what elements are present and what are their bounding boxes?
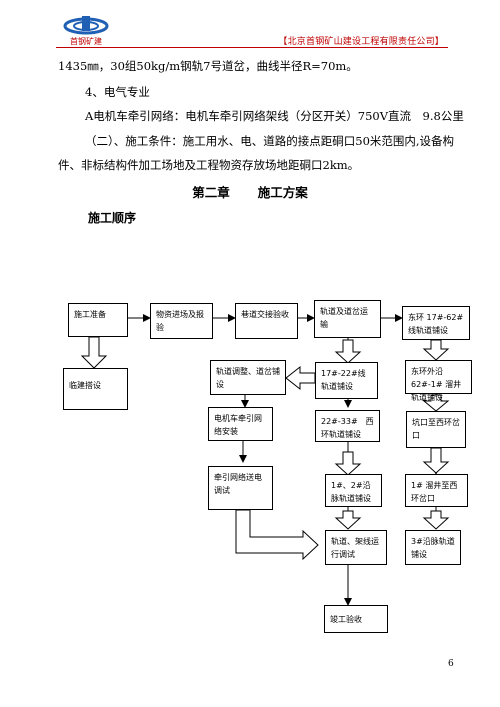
- step-motor: 电机车牵引网络安装: [208, 407, 273, 441]
- step-transport: 轨道及道岔运输: [314, 300, 381, 338]
- chapter-heading: 第二章 施工方案: [0, 182, 500, 201]
- arrow-ringeast-ringouter-hollow: [422, 339, 450, 361]
- step-line22: 22#-33# 西环轨道铺设: [315, 410, 380, 442]
- page-number: 6: [448, 659, 454, 669]
- arrow-ringouter-pithead-hollow: [422, 394, 450, 412]
- arrow-prep-temp: [80, 336, 108, 369]
- paragraph-4: （二）、施工条件：施工用水、电、道路的接点距硐口50米范围内,设备构: [85, 134, 455, 148]
- arrow-transport-line17-hollow: [334, 339, 362, 364]
- company-logo: 首钢矿建: [63, 16, 109, 46]
- section-heading: 施工顺序: [88, 211, 137, 225]
- step-material: 物资进场及报验: [150, 303, 213, 339]
- paragraph-1: 1435㎜，30组50kg/m钢轨7号道岔，曲线半径R=70m。: [58, 59, 358, 73]
- header-divider: [56, 47, 448, 48]
- step-traction: 牵引网络送电调试: [208, 466, 273, 510]
- company-name: 【北京首钢矿山建设工程有限责任公司】: [278, 37, 444, 47]
- step-temp: 临建搭设: [63, 368, 128, 410]
- step-ring-outer: 东环外沿 62#-1# 溜井轨道铺设: [405, 360, 472, 402]
- paragraph-2: 4、电气专业: [85, 85, 150, 99]
- arrow-traction-trial: [235, 509, 319, 561]
- arrow-line17-adjust-hollow: [285, 365, 316, 391]
- arrow-chute-vein3-hollow: [422, 510, 450, 530]
- step-prep: 施工准备: [68, 303, 128, 337]
- arrow-vein12-trial-hollow: [334, 510, 362, 530]
- step-ring-east: 东环 17#-62# 线轨道铺设: [402, 306, 470, 340]
- step-adjust: 轨道调整、道岔铺设: [210, 360, 286, 395]
- step-line17: 17#-22#线轨道铺设: [315, 362, 378, 399]
- paragraph-3: A电机车牵引网络：电机车牵引网络架线（分区开关）750V直流 9.8公里: [85, 109, 464, 123]
- chapter-title: 施工方案: [257, 185, 308, 200]
- step-acceptance: 竣工验收: [324, 605, 388, 633]
- paragraph-5: 件、非标结构件加工场地及工程物资存放场地距硐口2km。: [58, 158, 360, 172]
- logo-text: 首钢矿建: [70, 36, 102, 46]
- step-handover: 巷道交接验收: [235, 303, 298, 339]
- step-pithead: 坑口至西环岔口: [406, 411, 466, 448]
- step-vein3: 3#沿脉轨道铺设: [405, 530, 461, 565]
- step-trial: 轨道、架线运行调试: [325, 530, 387, 565]
- step-vein12: 1#、2#沿脉轨道铺设: [325, 474, 382, 507]
- arrow-pithead-chute-hollow: [422, 447, 450, 474]
- chapter-number: 第二章: [192, 185, 230, 200]
- arrow-line22-vein12-hollow: [334, 451, 362, 476]
- step-chute: 1# 溜井至西环岔口: [405, 474, 468, 507]
